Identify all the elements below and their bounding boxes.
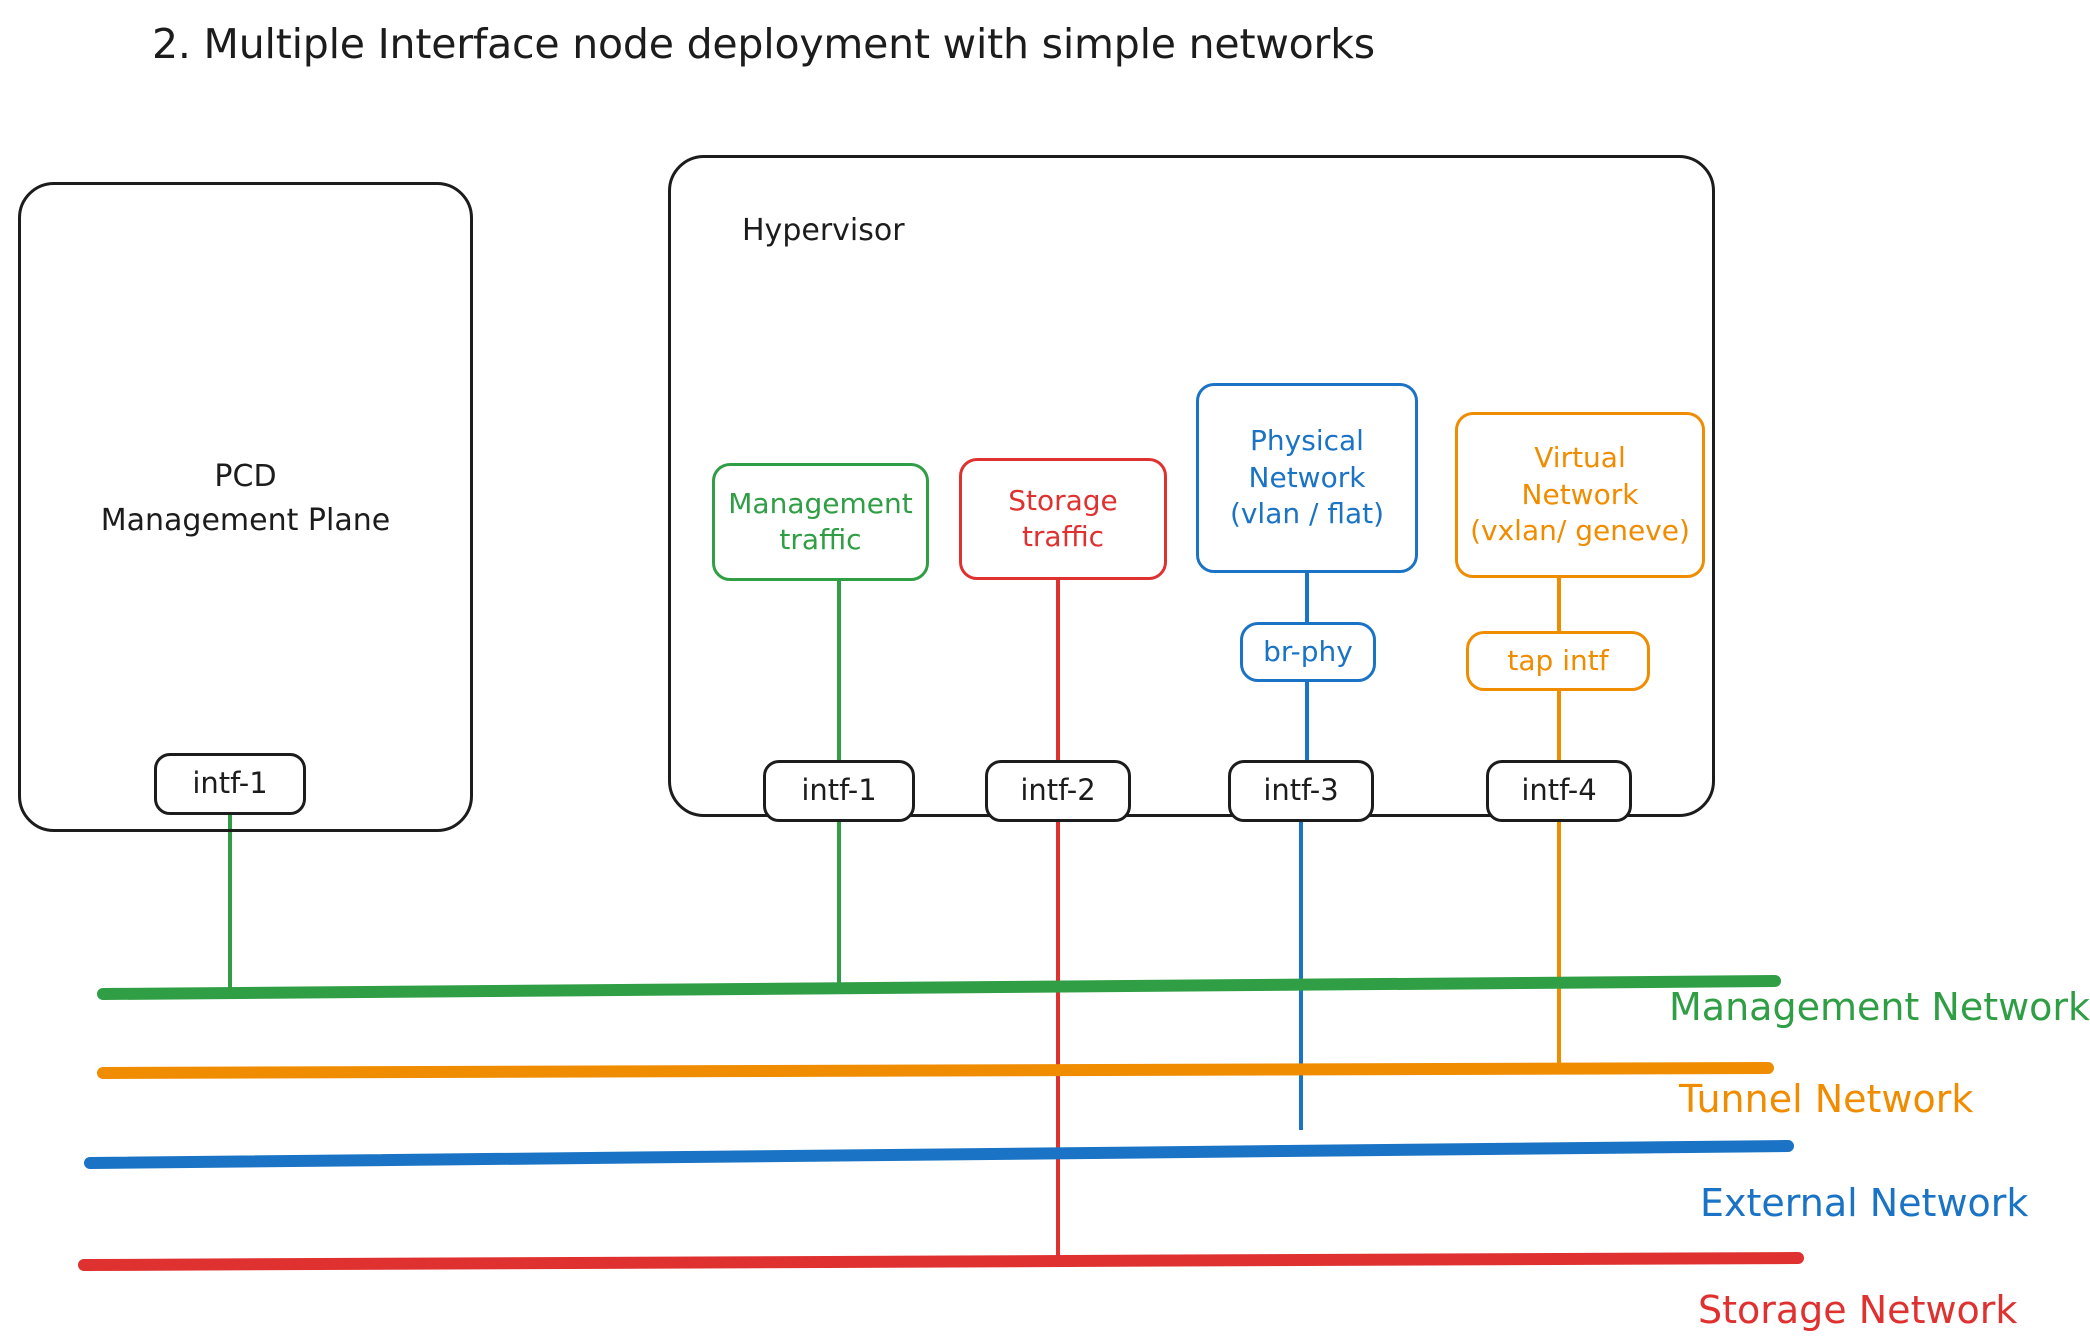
physical-network-box[interactable]: Physical Network (vlan / flat) bbox=[1196, 383, 1418, 573]
pcd-label-line2: Management Plane bbox=[100, 502, 391, 538]
virtual-network-line1: Virtual bbox=[1534, 441, 1626, 475]
pcd-label-line1: PCD bbox=[214, 459, 277, 494]
physical-network-line2: Network bbox=[1248, 460, 1366, 494]
hypervisor-interface-intf-1[interactable]: intf-1 bbox=[763, 760, 915, 822]
hypervisor-interface-intf-4[interactable]: intf-4 bbox=[1486, 760, 1632, 822]
pcd-interface-intf-1[interactable]: intf-1 bbox=[154, 753, 306, 815]
page-title: 2. Multiple Interface node deployment wi… bbox=[152, 20, 1375, 68]
storage-network-line bbox=[78, 1252, 1804, 1271]
virtual-network-line3: (vxlan/ geneve) bbox=[1470, 514, 1690, 548]
tunnel-network-line bbox=[97, 1062, 1774, 1079]
tunnel-network-label: Tunnel Network bbox=[1679, 1077, 1974, 1121]
hypervisor-label: Hypervisor bbox=[742, 213, 905, 248]
management-traffic-line1: Management bbox=[728, 486, 913, 520]
external-network-label: External Network bbox=[1700, 1181, 2029, 1225]
storage-traffic-line2: traffic bbox=[1021, 520, 1105, 553]
tap-intf-box[interactable]: tap intf bbox=[1466, 631, 1650, 691]
physical-network-line3: (vlan / flat) bbox=[1229, 497, 1385, 531]
virtual-network-line2: Network bbox=[1521, 477, 1639, 511]
storage-traffic-line1: Storage bbox=[1008, 483, 1118, 517]
virtual-network-box[interactable]: Virtual Network (vxlan/ geneve) bbox=[1455, 412, 1705, 578]
storage-traffic-box[interactable]: Storage traffic bbox=[959, 458, 1167, 580]
hypervisor-box bbox=[668, 155, 1715, 817]
management-network-label: Management Network bbox=[1669, 985, 2090, 1029]
pcd-management-plane-box bbox=[18, 182, 473, 832]
storage-network-label: Storage Network bbox=[1698, 1288, 2018, 1332]
physical-network-line1: Physical bbox=[1250, 424, 1364, 458]
management-traffic-line2: traffic bbox=[779, 523, 862, 556]
management-network-line bbox=[97, 975, 1781, 1000]
br-phy-box[interactable]: br-phy bbox=[1240, 622, 1376, 682]
management-traffic-box[interactable]: Management traffic bbox=[712, 463, 929, 581]
hypervisor-interface-intf-2[interactable]: intf-2 bbox=[985, 760, 1131, 822]
external-network-line bbox=[84, 1140, 1794, 1169]
hypervisor-interface-intf-3[interactable]: intf-3 bbox=[1228, 760, 1374, 822]
pcd-management-plane-label: PCD Management Plane bbox=[18, 455, 473, 542]
